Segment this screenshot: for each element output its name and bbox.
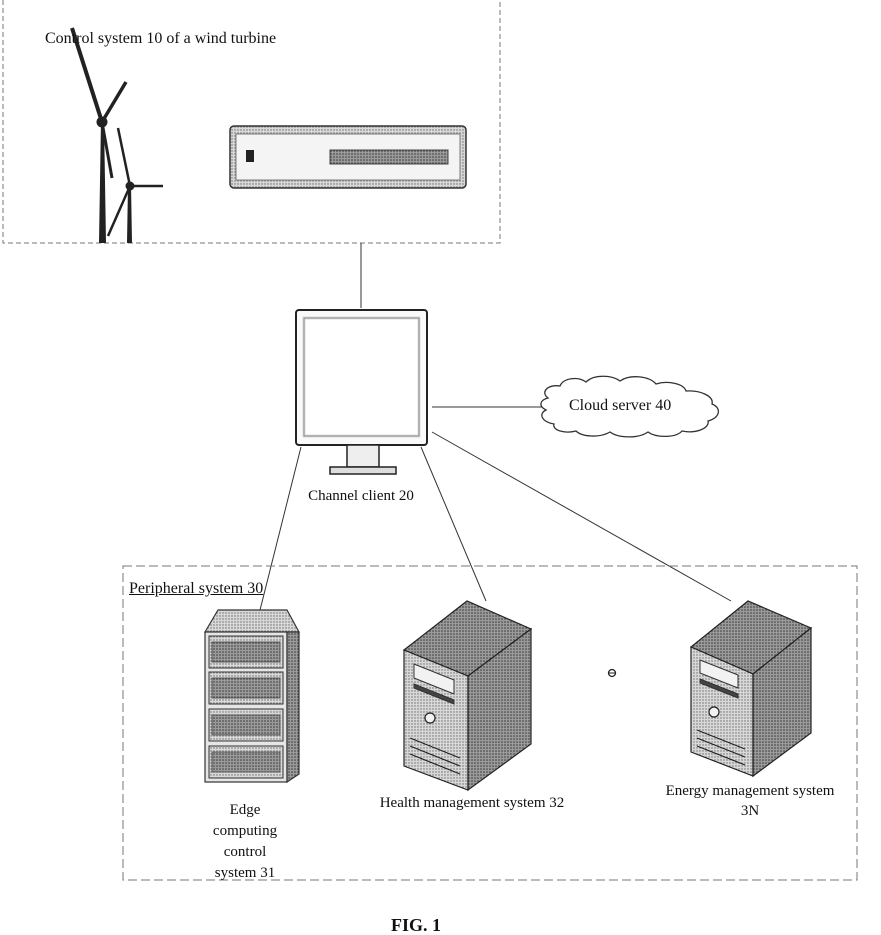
peripheral-system-label: Peripheral system 30 xyxy=(129,580,263,598)
edge-computing-label-line4: system 31 xyxy=(215,864,275,882)
controller-device-icon xyxy=(230,126,466,188)
edge-computing-label-line1: Edge xyxy=(230,801,261,819)
energy-management-label-line2: 3N xyxy=(741,802,759,820)
wind-turbine-icon xyxy=(72,28,163,243)
ellipsis-dot-icon xyxy=(608,670,616,677)
edge-computing-label-line2: computing xyxy=(213,822,277,840)
energy-management-server-icon xyxy=(691,601,811,776)
health-management-label: Health management system 32 xyxy=(380,794,565,812)
cloud-server-label: Cloud server 40 xyxy=(569,397,671,415)
channel-client-label: Channel client 20 xyxy=(308,487,414,505)
health-management-server-icon xyxy=(404,601,531,790)
control-system-label: Control system 10 of a wind turbine xyxy=(45,30,276,48)
figure-caption: FIG. 1 xyxy=(391,916,441,934)
edge-computing-label-line3: control xyxy=(224,843,267,861)
edge-computing-rack-icon xyxy=(205,610,299,782)
channel-client-monitor-icon xyxy=(296,310,427,474)
energy-management-label-line1: Energy management system xyxy=(666,782,835,800)
